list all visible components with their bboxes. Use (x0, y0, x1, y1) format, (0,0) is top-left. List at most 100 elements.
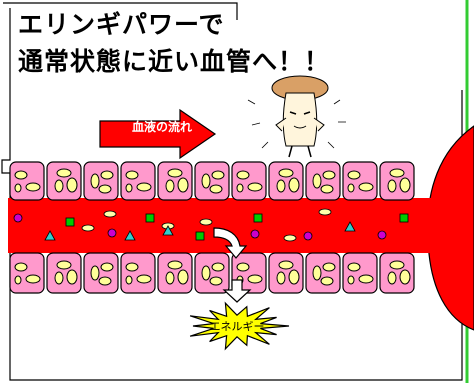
cell-nucleus (312, 265, 322, 281)
blood-particle (81, 224, 95, 232)
endothelial-cell (83, 252, 119, 294)
cell-nucleus (276, 271, 286, 285)
blood-particle (107, 228, 117, 238)
blood-flow-label: 血液の流れ (131, 120, 192, 134)
cell-nucleus (98, 184, 112, 194)
cell-nucleus (54, 271, 64, 285)
cell-nucleus (56, 260, 72, 270)
cell-nucleus (358, 274, 374, 284)
cell-nucleus (276, 179, 286, 193)
blood-particle (195, 231, 205, 241)
caption-line-1: エリンギパワーで (18, 10, 225, 39)
cell-nucleus (125, 170, 139, 180)
cell-nucleus (389, 260, 405, 270)
cell-nucleus (66, 269, 78, 285)
cell-nucleus (66, 177, 78, 193)
cell-nucleus (167, 260, 183, 270)
cell-nucleus (209, 276, 223, 286)
blood-channel (8, 198, 438, 253)
endothelial-cell (342, 161, 378, 201)
cell-nucleus (322, 170, 336, 180)
caption-panel-border (1, 8, 463, 381)
cell-nucleus (247, 274, 263, 284)
cell-nucleus (236, 170, 250, 180)
cell-nucleus (201, 265, 211, 281)
blood-particle (103, 210, 117, 218)
endothelial-cell (194, 252, 230, 294)
cell-nucleus (320, 184, 334, 194)
cell-nucleus (236, 183, 244, 193)
cell-nucleus (14, 262, 28, 272)
right-arrow-icon (99, 108, 217, 160)
endothelial-cell (9, 161, 45, 201)
blood-particle (303, 231, 313, 241)
cell-nucleus (201, 173, 211, 189)
cell-nucleus (247, 182, 263, 192)
endothelial-cell (342, 252, 378, 294)
endothelial-cell (9, 252, 45, 294)
cell-nucleus (399, 269, 411, 285)
blood-particle (44, 230, 56, 241)
cell-nucleus (136, 182, 152, 192)
eryngii-mushroom-mascot-icon (247, 75, 346, 158)
cell-nucleus (288, 269, 300, 285)
blood-particle (13, 213, 23, 223)
cell-nucleus (347, 170, 361, 180)
endothelial-cell (83, 161, 119, 201)
endothelial-cell (305, 161, 341, 201)
cell-nucleus (167, 168, 183, 178)
cell-nucleus (100, 262, 114, 272)
cell-nucleus (209, 184, 223, 194)
cell-nucleus (211, 262, 225, 272)
blood-particle (318, 208, 332, 216)
blood-particle (199, 218, 213, 226)
cell-nucleus (90, 265, 100, 281)
blood-particles (13, 208, 409, 242)
cell-nucleus (177, 269, 189, 285)
endothelial-cell (231, 161, 267, 201)
cell-nucleus (98, 276, 112, 286)
cell-nucleus (347, 262, 361, 272)
blood-particle (145, 213, 155, 223)
cell-nucleus (236, 262, 250, 272)
cell-nucleus (56, 168, 72, 178)
cell-nucleus (211, 170, 225, 180)
cell-nucleus (288, 177, 300, 193)
blood-particle (124, 230, 136, 241)
cell-nucleus (177, 177, 189, 193)
blood-particle (377, 230, 387, 240)
curved-down-arrow-icon (213, 227, 248, 259)
cell-nucleus (387, 271, 397, 285)
caption-tab-border (3, 2, 238, 20)
cell-nucleus (100, 170, 114, 180)
cell-nucleus (136, 274, 152, 284)
cell-nucleus (125, 183, 133, 193)
cell-nucleus (320, 276, 334, 286)
cell-nucleus (14, 183, 22, 193)
cell-nucleus (165, 271, 175, 285)
cell-nucleus (347, 183, 355, 193)
cell-nucleus (389, 168, 405, 178)
endothelial-cell (194, 161, 230, 201)
cell-nucleus (14, 170, 28, 180)
blood-particle (344, 221, 356, 232)
blood-particle (250, 229, 260, 239)
down-arrow-icon (222, 279, 252, 303)
bottom-endothelial-cell-row (9, 252, 415, 294)
blood-particle (253, 213, 263, 223)
blood-particle (65, 217, 75, 227)
cell-nucleus (25, 182, 41, 192)
blood-particle (283, 234, 297, 242)
endothelial-cell (120, 161, 156, 201)
cell-nucleus (125, 262, 139, 272)
cell-nucleus (399, 177, 411, 193)
endothelial-cell (120, 252, 156, 294)
energy-burst-icon (189, 301, 290, 351)
caption-line-2: 通常状態に近い血管へ！！ (18, 47, 331, 76)
cell-nucleus (90, 173, 100, 189)
top-endothelial-cell-row (9, 161, 415, 201)
cell-nucleus (358, 182, 374, 192)
cell-nucleus (14, 275, 22, 285)
